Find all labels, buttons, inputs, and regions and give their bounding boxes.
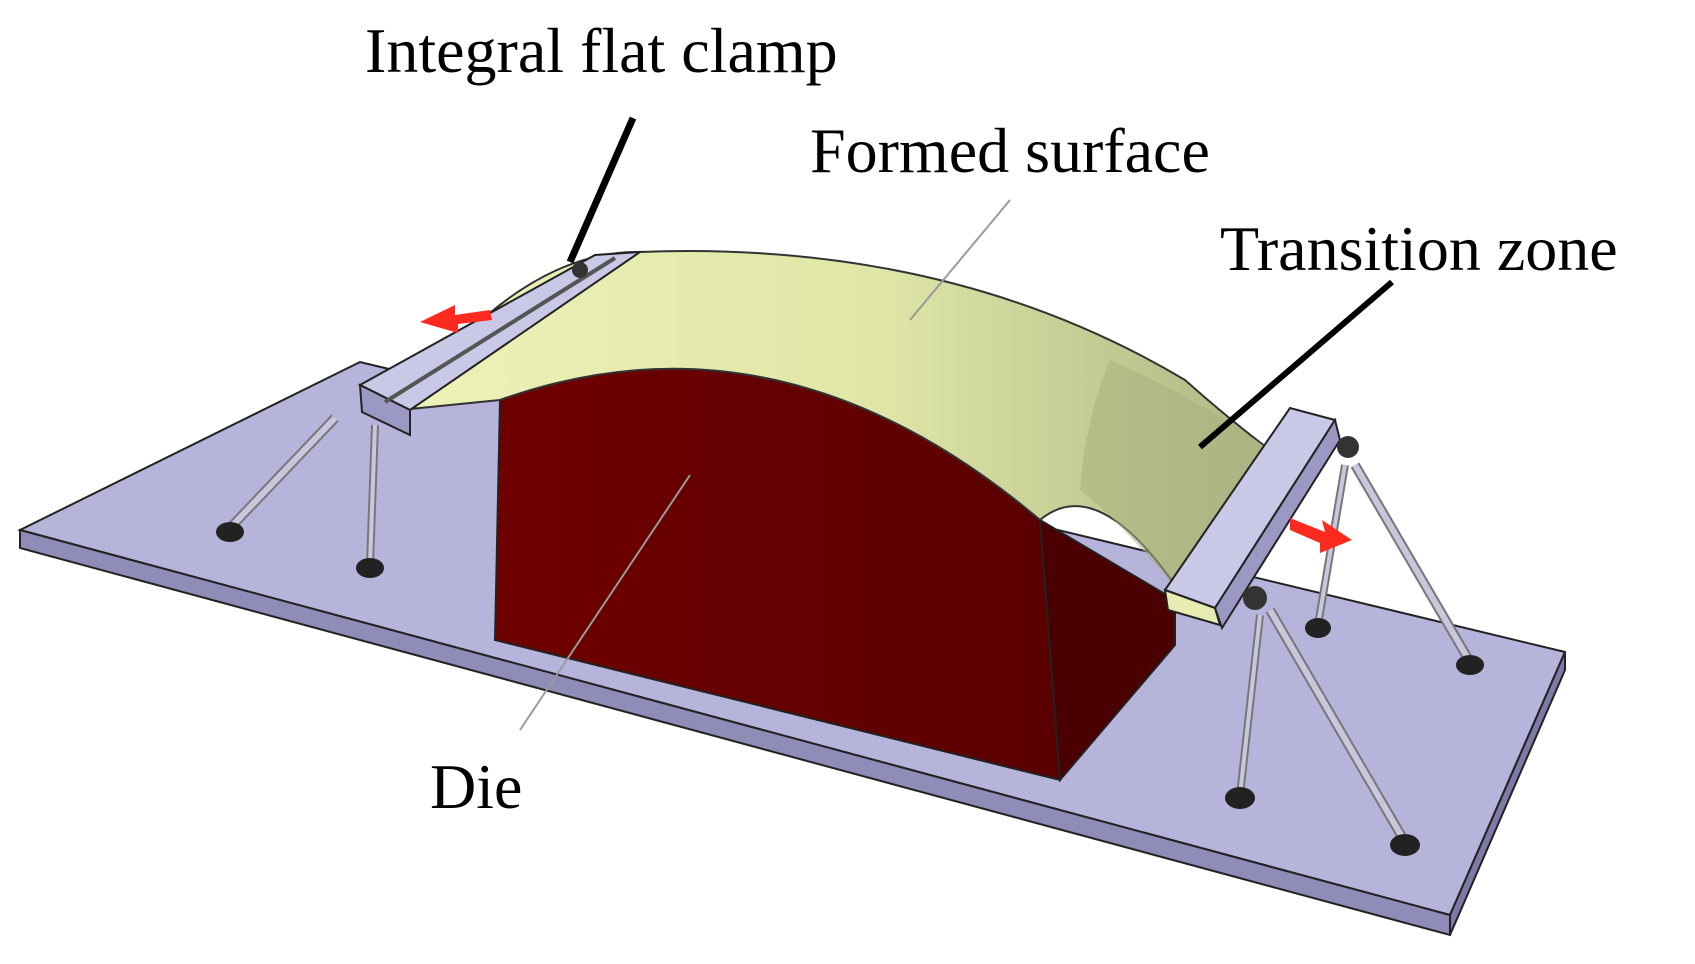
right-supports [1225,462,1484,856]
base-plate-right-edge [1449,651,1566,936]
support-foot [216,522,244,542]
transition-zone-shading [1080,360,1270,600]
clamp-groove [383,256,617,404]
clamp-bolt [572,262,588,278]
arrow-left-icon [420,305,492,333]
support-foot [1225,787,1255,809]
integral-flat-clamp-label: Integral flat clamp [365,15,838,86]
left-supports [216,414,384,578]
right-clamp [1163,406,1359,631]
transition-leader-line [1198,279,1394,450]
die-block [493,367,1176,783]
die-label: Die [430,751,522,822]
transition-zone-label: Transition zone [1220,213,1618,284]
support-rod [1352,463,1473,664]
support-foot [1456,655,1484,675]
arrow-right-icon [1290,518,1352,553]
clamp-bolt [1337,436,1359,458]
clamp-front [358,383,411,437]
support-rod [368,424,377,566]
formed-surface-label: Formed surface [810,115,1210,186]
support-rod [227,415,338,531]
clamp-leader-line [566,116,637,264]
support-rod [1267,608,1408,844]
pull-arrow-right [1290,518,1352,553]
left-clamp [357,250,644,437]
surface-leader-line [909,199,1011,321]
support-foot [1390,834,1420,856]
die-leader-line [519,474,691,731]
leader-lines [519,116,1394,731]
support-foot [356,558,384,578]
pull-arrow-left [420,305,492,333]
clamp-bolt [1243,586,1267,610]
support-rod [1238,614,1262,796]
support-foot [1305,618,1331,638]
